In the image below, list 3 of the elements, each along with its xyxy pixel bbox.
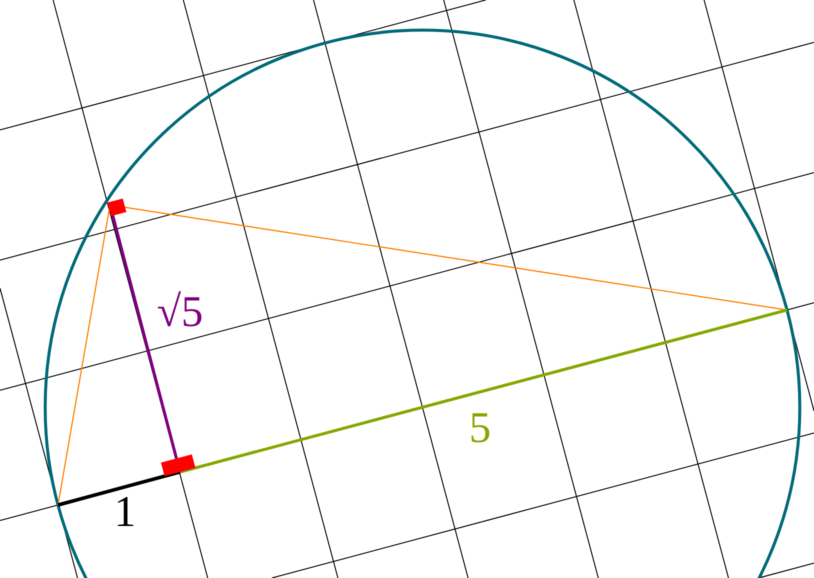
segment-label: 1 <box>114 490 136 534</box>
segment-label: 5 <box>469 406 491 450</box>
segment-label: √5 <box>156 290 204 334</box>
